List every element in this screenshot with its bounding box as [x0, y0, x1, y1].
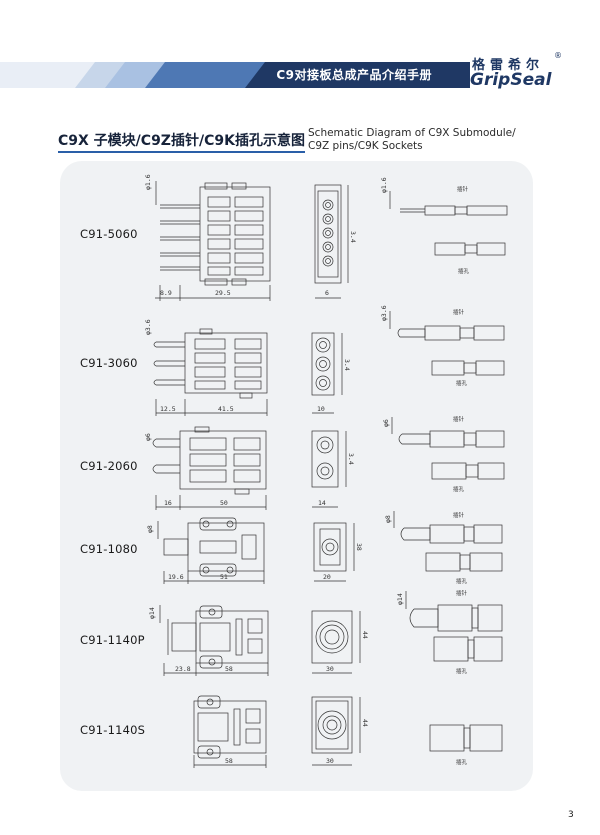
dim-row2-dia: φ3.6 — [144, 319, 152, 335]
row-1-end-view — [314, 184, 349, 299]
dim-row4-w: 20 — [323, 573, 331, 581]
dim-row4-h: 38 — [355, 543, 363, 551]
row3-pin-label: 插针 — [453, 415, 465, 423]
row2-socket-label: 插孔 — [456, 379, 468, 387]
dim-row2-w: 10 — [317, 405, 325, 413]
row-5-end-view — [311, 610, 361, 674]
brand-name-cn: 格雷希尔 — [472, 58, 545, 73]
section-title-en-line2: C9Z pins/C9K Sockets — [308, 140, 423, 152]
row-2-socket — [431, 360, 505, 376]
brand-logo: 格雷希尔 ® GripSeal — [470, 51, 600, 92]
section-title-en-line1: Schematic Diagram of C9X Submodule/ — [308, 127, 516, 139]
dim-row5-b: 58 — [225, 665, 233, 673]
row-2-drawings: 12.5 41.5 φ3.6 3.4 10 插针 φ3.6 插孔 — [144, 305, 505, 416]
row-3-end-view — [311, 430, 347, 508]
model-label-c91-1080: C91-1080 — [80, 542, 138, 556]
dim-row3-h: 3.4 — [347, 453, 355, 465]
dim-row4-dia: φ8 — [146, 525, 154, 533]
dim-row1-dia: φ1.6 — [144, 174, 152, 190]
row-1-socket — [434, 242, 506, 256]
diagram-panel — [60, 161, 533, 791]
row6-socket-label: 插孔 — [456, 758, 468, 766]
dim-row3-a: 16 — [164, 499, 172, 507]
dim-row1-b: 29.5 — [215, 289, 231, 297]
dim-row1-a: 8.9 — [160, 289, 172, 297]
registered-mark: ® — [554, 51, 562, 60]
model-label-c91-2060: C91-2060 — [80, 459, 138, 473]
row-4-side-view — [157, 517, 265, 584]
header-band — [0, 0, 600, 92]
row-4-drawings: 19.6 51 φ8 38 20 插针 φ8 插孔 — [146, 511, 503, 585]
row2-pin-dia: φ3.6 — [380, 305, 388, 321]
dim-row1-w: 6 — [325, 289, 329, 297]
dim-row2-h: 3.4 — [343, 359, 351, 371]
row-2-end-view — [311, 332, 343, 414]
dim-row5-dia: φ14 — [148, 607, 156, 619]
technical-drawings: 8.9 29.5 φ1.6 3.4 6 插针 φ1.6 — [60, 161, 533, 791]
row-1-drawings: 8.9 29.5 φ1.6 3.4 6 插针 φ1.6 — [144, 174, 508, 301]
row4-pin-dia: φ8 — [384, 515, 392, 523]
row-1-side-view — [155, 181, 271, 301]
row-2-side-view — [153, 328, 268, 416]
row-3-pin — [391, 417, 505, 448]
row-2-pin — [389, 311, 505, 341]
row5-pin-label: 插针 — [456, 589, 468, 597]
dim-row2-a: 12.5 — [160, 405, 176, 413]
row-4-pin — [393, 511, 503, 544]
dim-row4-b: 51 — [220, 573, 228, 581]
drawings-svg: 8.9 29.5 φ1.6 3.4 6 插针 φ1.6 — [144, 174, 508, 768]
row4-pin-label: 插针 — [453, 511, 465, 519]
dim-row3-b: 50 — [220, 499, 228, 507]
model-label-c91-5060: C91-5060 — [80, 227, 138, 241]
brand-name-en: GripSeal — [470, 70, 552, 90]
row-6-drawings: 58 44 30 插孔 — [193, 695, 503, 768]
row1-pin-label: 插针 — [457, 185, 469, 193]
page-header: C9对接板总成产品介绍手册 格雷希尔 ® GripSeal — [0, 0, 600, 92]
section-title-en: Schematic Diagram of C9X Submodule/ C9Z … — [308, 127, 516, 153]
page-number: 3 — [568, 810, 574, 820]
dim-row5-w: 30 — [326, 665, 334, 673]
row-1-pin — [389, 191, 508, 216]
row-5-side-view — [159, 605, 269, 676]
dim-row5-h: 44 — [361, 631, 369, 639]
row5-pin-dia: φ14 — [396, 593, 404, 605]
row1-pin-dia: φ1.6 — [380, 177, 388, 193]
row-6-end-view — [311, 696, 361, 766]
row1-socket-label: 插孔 — [458, 267, 470, 275]
row5-socket-label: 插孔 — [456, 667, 468, 675]
dim-row3-w: 14 — [318, 499, 326, 507]
dim-row5-a: 23.8 — [175, 665, 191, 673]
model-label-c91-1140p: C91-1140P — [80, 633, 145, 647]
row2-pin-label: 插针 — [453, 308, 465, 316]
dim-row6-h: 44 — [361, 719, 369, 727]
row-3-drawings: 16 50 φ6 3.4 14 插针 φ6 插孔 — [144, 415, 505, 510]
dim-row4-a: 19.6 — [168, 573, 184, 581]
row-5-drawings: 23.8 58 φ14 44 30 插针 φ14 插孔 — [148, 589, 503, 676]
row-5-pin — [405, 591, 503, 632]
row-4-socket — [425, 552, 503, 572]
dim-row6-w: 30 — [326, 757, 334, 765]
dim-row1-h: 3.4 — [349, 231, 357, 243]
dim-row6-a: 58 — [225, 757, 233, 765]
row-3-socket — [431, 462, 505, 480]
row-5-socket — [433, 636, 503, 662]
dim-row2-b: 41.5 — [218, 405, 234, 413]
row3-socket-label: 插孔 — [453, 485, 465, 493]
row3-pin-dia: φ6 — [382, 419, 390, 427]
row-4-end-view — [313, 522, 355, 582]
row-3-side-view — [152, 426, 267, 510]
dim-row3-dia: φ6 — [144, 433, 152, 441]
section-title-cn: C9X 子模块/C9Z插针/C9K插孔示意图 — [58, 130, 305, 153]
row-6-side-view — [193, 695, 267, 768]
row-6-socket — [429, 724, 503, 752]
row4-socket-label: 插孔 — [456, 577, 468, 585]
manual-title: C9对接板总成产品介绍手册 — [276, 68, 432, 82]
model-label-c91-3060: C91-3060 — [80, 356, 138, 370]
model-label-c91-1140s: C91-1140S — [80, 723, 146, 737]
